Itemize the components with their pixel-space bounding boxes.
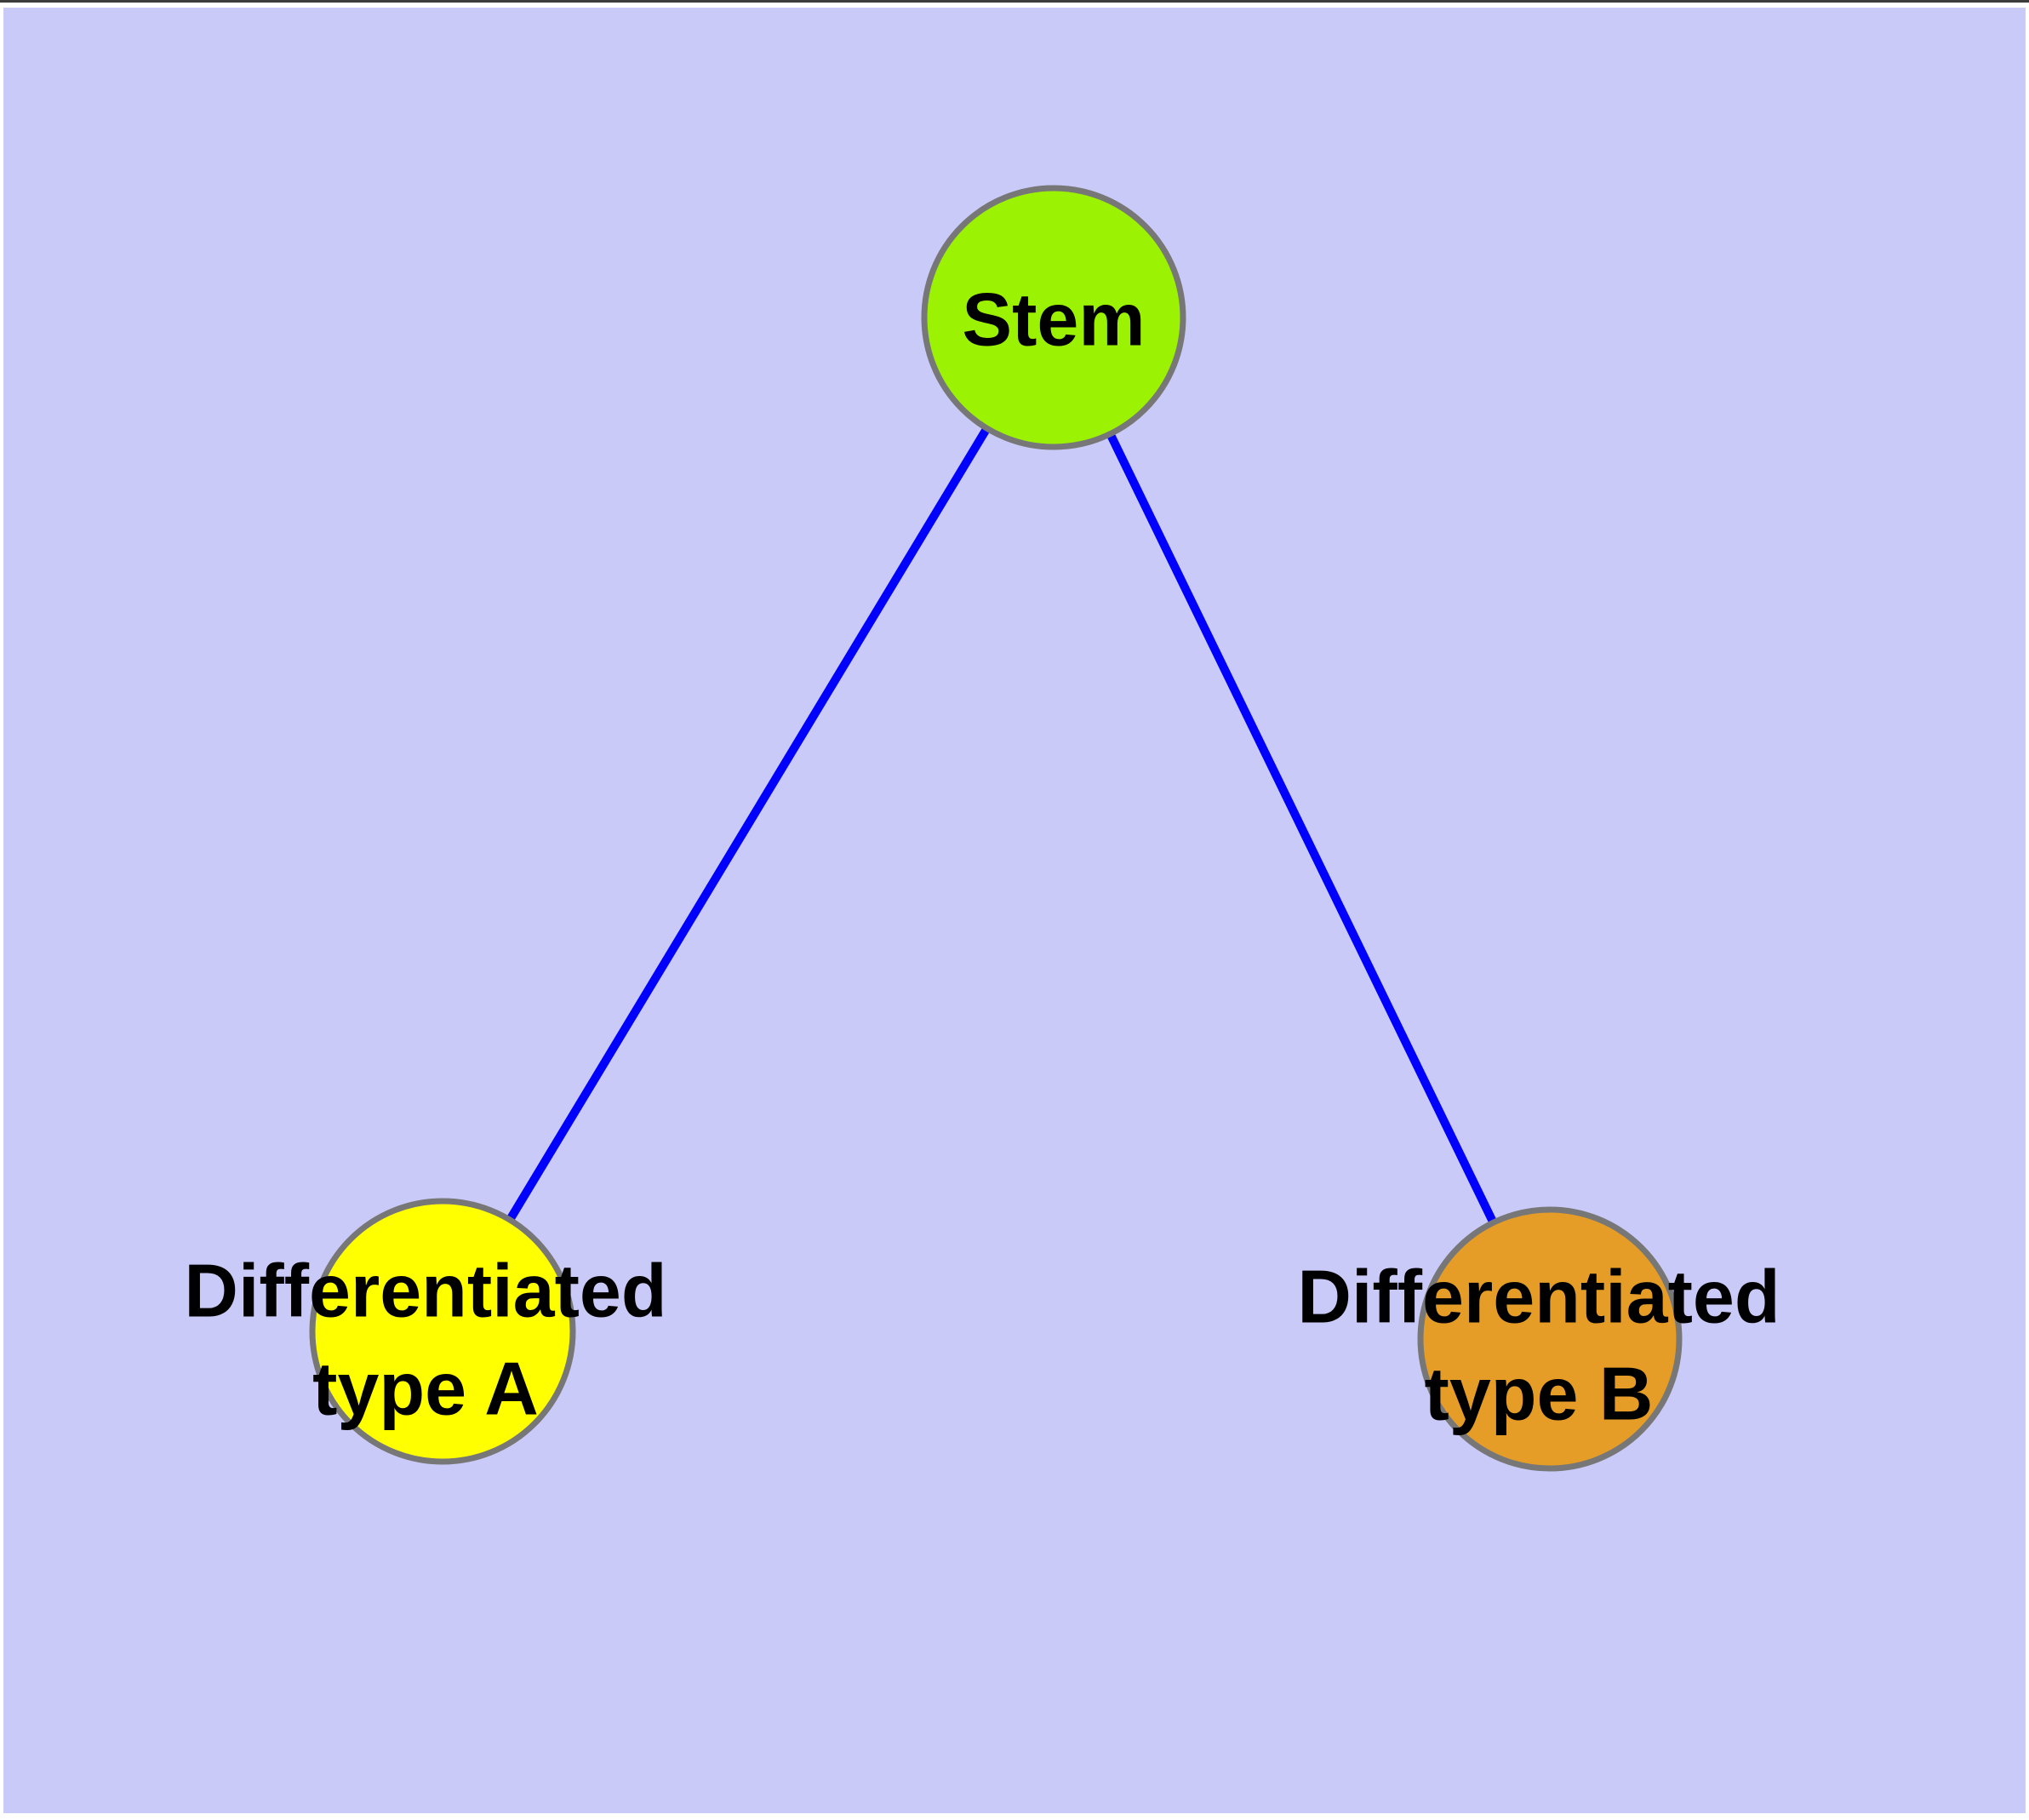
node-type-b-label-line2: type B (1425, 1352, 1654, 1436)
edge-stem-to-type-b (1049, 315, 1554, 1342)
node-type-a-label-line2: type A (312, 1347, 539, 1431)
node-type-b-circle (1417, 1206, 1683, 1472)
top-border-line (0, 0, 2029, 3)
node-type-a-circle (309, 1198, 576, 1465)
node-type-a-label-line1: Differentiated (184, 1249, 666, 1333)
node-stem-circle (921, 185, 1186, 450)
edge-stem-to-type-a (438, 315, 1058, 1334)
node-stem-label: Stem (962, 278, 1145, 362)
node-type-b-label-line1: Differentiated (1297, 1255, 1780, 1339)
